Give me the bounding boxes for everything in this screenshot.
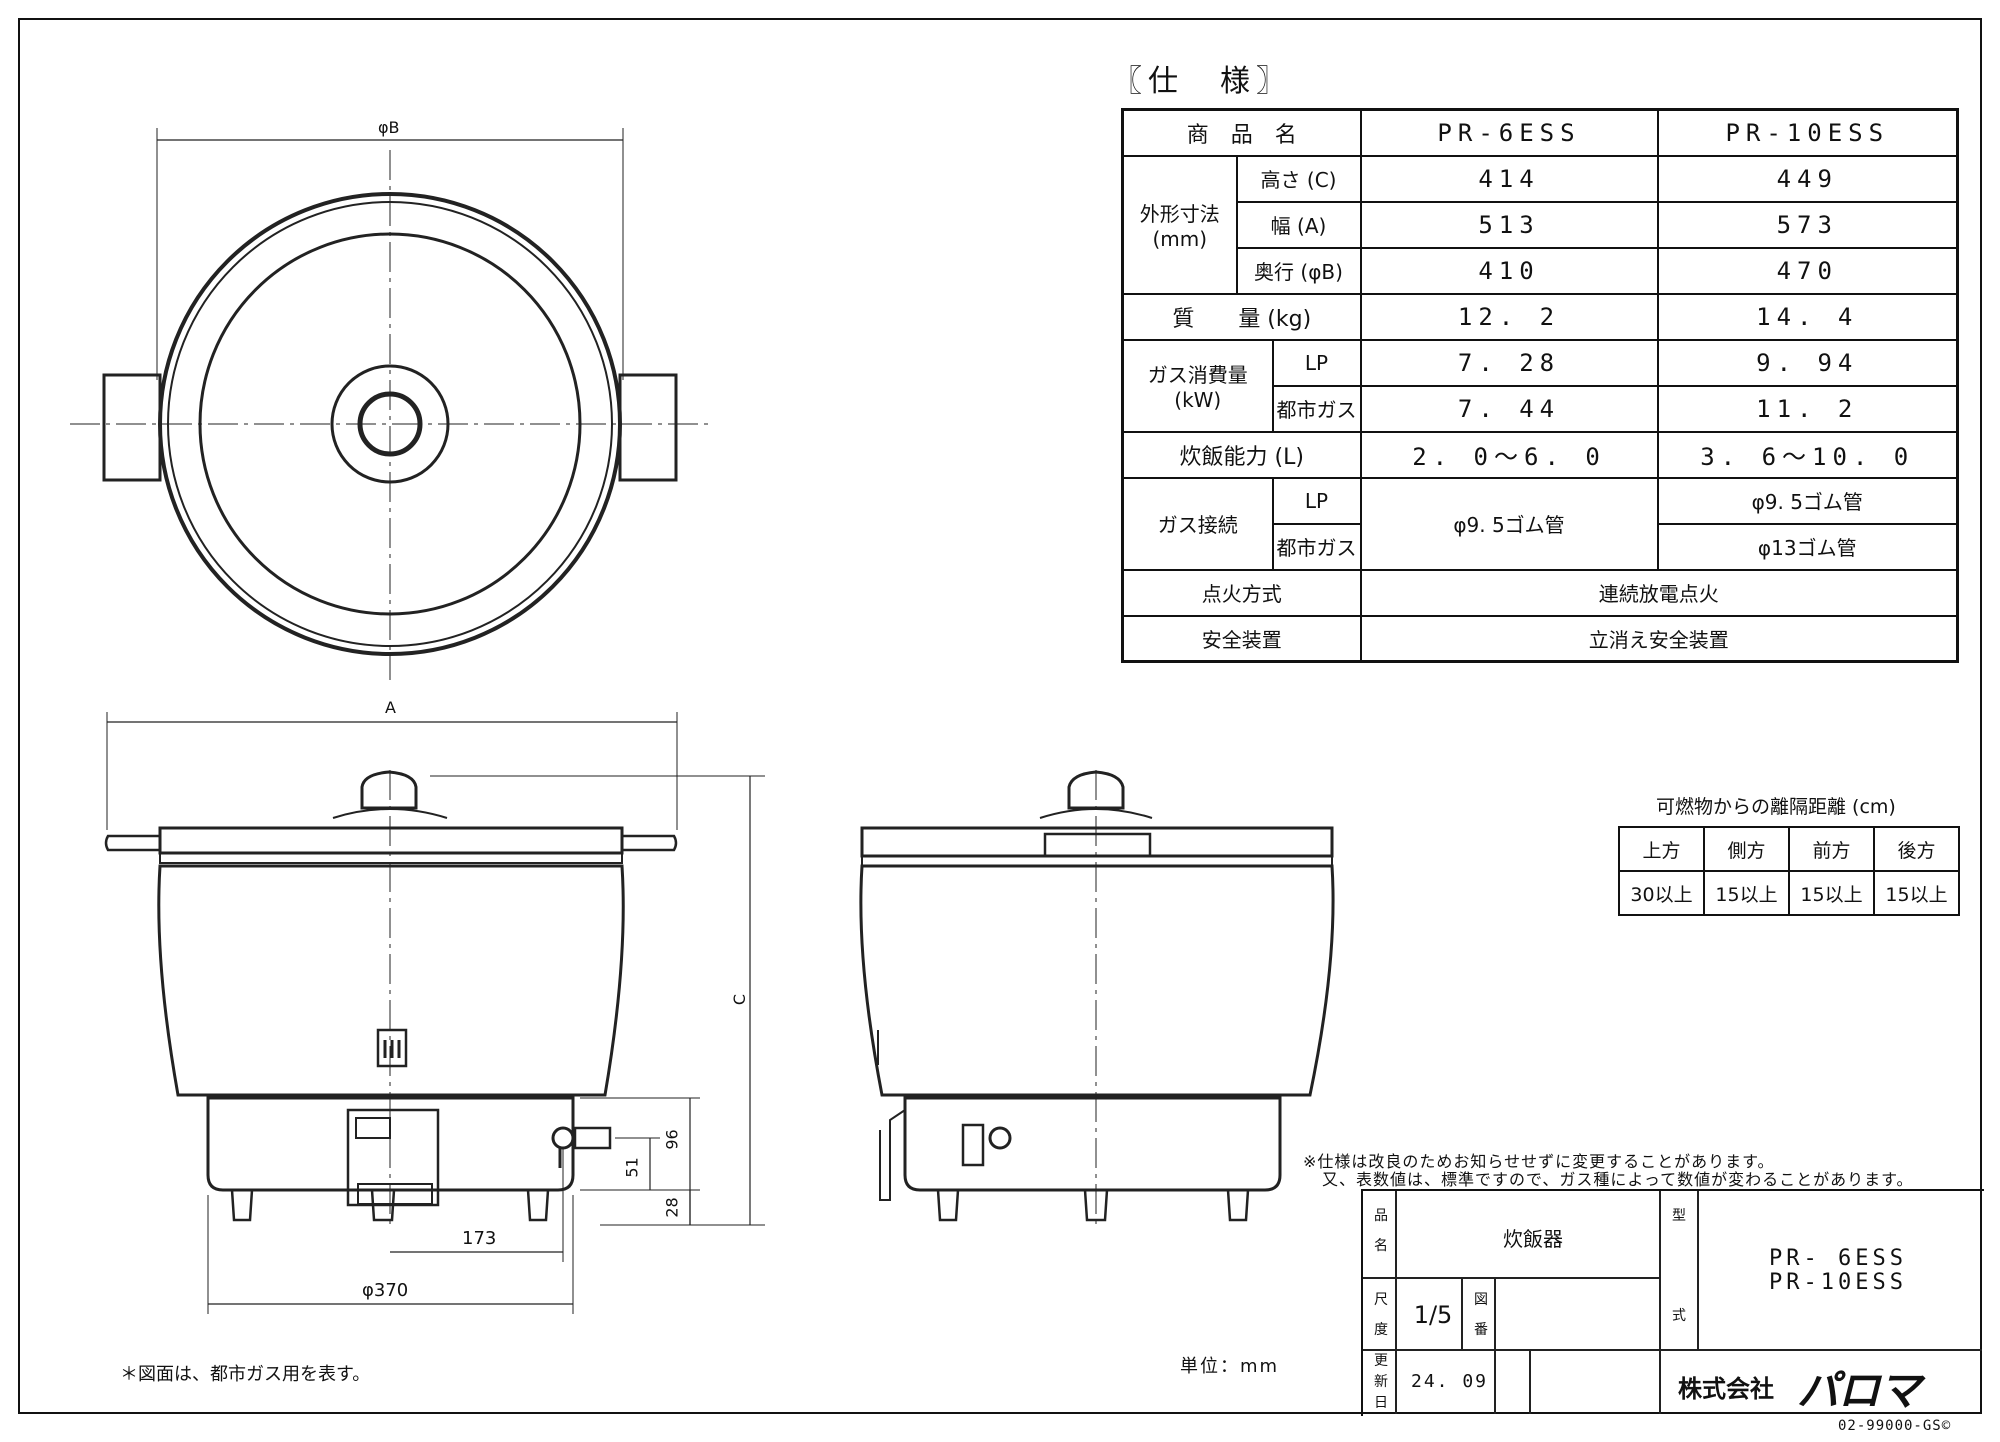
clearance-title: 可燃物からの離隔距離 (cm) [1656,796,1896,818]
name-label: 品 名 [1369,1201,1393,1261]
revision-date: 24. 09 [1411,1371,1489,1392]
clearance-value-top: 30以上 [1618,870,1705,916]
model-2: PR-10ESS [1769,1270,1907,1295]
gas-group-label-2: (kW) [1174,388,1222,412]
dim-173-label: 173 [462,1228,497,1249]
dims-group-label-2: (mm) [1152,227,1208,251]
clearance-table: 上方 側方 前方 後方 30以上 15以上 15以上 15以上 [1618,826,1960,916]
safety-label: 安全装置 [1121,614,1362,663]
dims-width-label: 幅 (A) [1235,200,1362,249]
name-label-2: 名 [1374,1238,1388,1254]
dims-height-label: 高さ (C) [1235,154,1362,203]
gas-lp-v1: 7. 28 [1359,338,1659,387]
gas-lp-label: LP [1271,338,1362,387]
spec-note-2: 又、表数値は、標準ですので、ガス種によって数値が変わることがあります。 [1322,1170,1914,1189]
mass-label: 質 量 (kg) [1121,292,1362,341]
dims-depth-v1: 410 [1359,246,1659,295]
front-view [104,712,765,1314]
ignition-label: 点火方式 [1121,568,1362,617]
scale-value: 1/5 [1413,1301,1453,1329]
model-1: PR- 6ESS [1769,1246,1907,1271]
clearance-value-front: 15以上 [1788,870,1875,916]
gas-city-v1: 7. 44 [1359,384,1659,433]
connection-v2-city: φ13ゴム管 [1656,522,1959,571]
unit-note: 単位：mm [1180,1356,1280,1377]
revision-label: 更 新 日 [1369,1351,1393,1414]
dims-depth-v2: 470 [1656,246,1959,295]
spec-header-label: 商 品 名 [1121,108,1362,157]
company-name: 株式会社 [1678,1375,1774,1403]
clearance-value-side: 15以上 [1703,870,1790,916]
model-list: PR- 6ESS PR-10ESS [1703,1247,1973,1295]
spec-table: 商 品 名 PR-6ESS PR-10ESS 外形寸法 (mm) 高さ (C) … [1121,108,1959,663]
scale-label-1: 尺 [1374,1292,1388,1308]
gas-group-label-1: ガス消費量 [1147,363,1248,387]
connection-v1: φ9. 5ゴム管 [1359,476,1659,571]
dim-phiB-label: φB [378,118,400,137]
clearance-header-top: 上方 [1618,826,1705,872]
paloma-logo: パロマ [1797,1366,1921,1415]
ignition-value: 連続放電点火 [1359,568,1959,617]
scale-label-2: 度 [1374,1322,1388,1338]
dims-width-v2: 573 [1656,200,1959,249]
dims-width-v1: 513 [1359,200,1659,249]
spec-model-1: PR-6ESS [1359,108,1659,157]
clearance-header-side: 側方 [1703,826,1790,872]
dims-depth-label: 奥行 (φB) [1235,246,1362,295]
spec-note-1: ※仕様は改良のためお知らせせずに変更することがあります。 [1303,1152,1775,1171]
gas-group-label: ガス消費量 (kW) [1121,338,1274,433]
drawing-no-label-2: 番 [1474,1322,1488,1338]
connection-lp-label: LP [1271,476,1362,525]
gas-city-label: 都市ガス [1271,384,1362,433]
drawing-frame [18,18,1982,1414]
type-label-2: 式 [1672,1308,1686,1324]
dims-height-v1: 414 [1359,154,1659,203]
gas-city-v2: 11. 2 [1656,384,1959,433]
capacity-v2: 3. 6〜10. 0 [1656,430,1959,479]
safety-value: 立消え安全装置 [1359,614,1959,663]
dim-phi370-label: φ370 [362,1280,409,1301]
document-number: 02-99000-GS© [1838,1418,1952,1434]
dim-C-label: C [730,993,750,1006]
name-label-1: 品 [1374,1208,1388,1224]
capacity-label: 炊飯能力 (L) [1121,430,1362,479]
revision-label-1: 更 [1374,1353,1388,1369]
drawing-no-label: 図 番 [1469,1285,1493,1345]
spec-title: 〖仕 様〗 [1112,64,1292,99]
type-label: 型 式 [1667,1201,1691,1331]
mass-v1: 12. 2 [1359,292,1659,341]
connection-group-label: ガス接続 [1121,476,1274,571]
figure-note: ＊図面は、都市ガス用を表す。 [120,1364,371,1385]
title-block: 品 名 炊飯器 型 式 PR- 6ESS PR-10ESS 尺 度 1/5 図 … [1361,1189,1984,1416]
connection-city-label: 都市ガス [1271,522,1362,571]
capacity-v1: 2. 0〜6. 0 [1359,430,1659,479]
dims-group-label: 外形寸法 (mm) [1121,154,1238,295]
connection-v2-lp: φ9. 5ゴム管 [1656,476,1959,525]
scale-label: 尺 度 [1369,1285,1393,1345]
revision-label-3: 日 [1374,1395,1388,1411]
type-label-1: 型 [1672,1208,1686,1224]
dims-group-label-1: 外形寸法 [1139,202,1220,226]
drawing-no-label-1: 図 [1474,1292,1488,1308]
spec-model-2: PR-10ESS [1656,108,1959,157]
mass-v2: 14. 4 [1656,292,1959,341]
clearance-header-back: 後方 [1873,826,1960,872]
dim-28-label: 28 [662,1197,682,1218]
dims-height-v2: 449 [1656,154,1959,203]
dim-51-label: 51 [622,1157,642,1178]
gas-lp-v2: 9. 94 [1656,338,1959,387]
clearance-value-back: 15以上 [1873,870,1960,916]
dim-96-label: 96 [662,1129,682,1150]
dim-A-label: A [385,698,396,717]
revision-label-2: 新 [1374,1374,1388,1390]
product-name: 炊飯器 [1503,1227,1563,1251]
side-view [859,770,1335,1230]
title-block-lines [1361,1189,1982,1414]
clearance-header-front: 前方 [1788,826,1875,872]
top-view [70,128,710,680]
